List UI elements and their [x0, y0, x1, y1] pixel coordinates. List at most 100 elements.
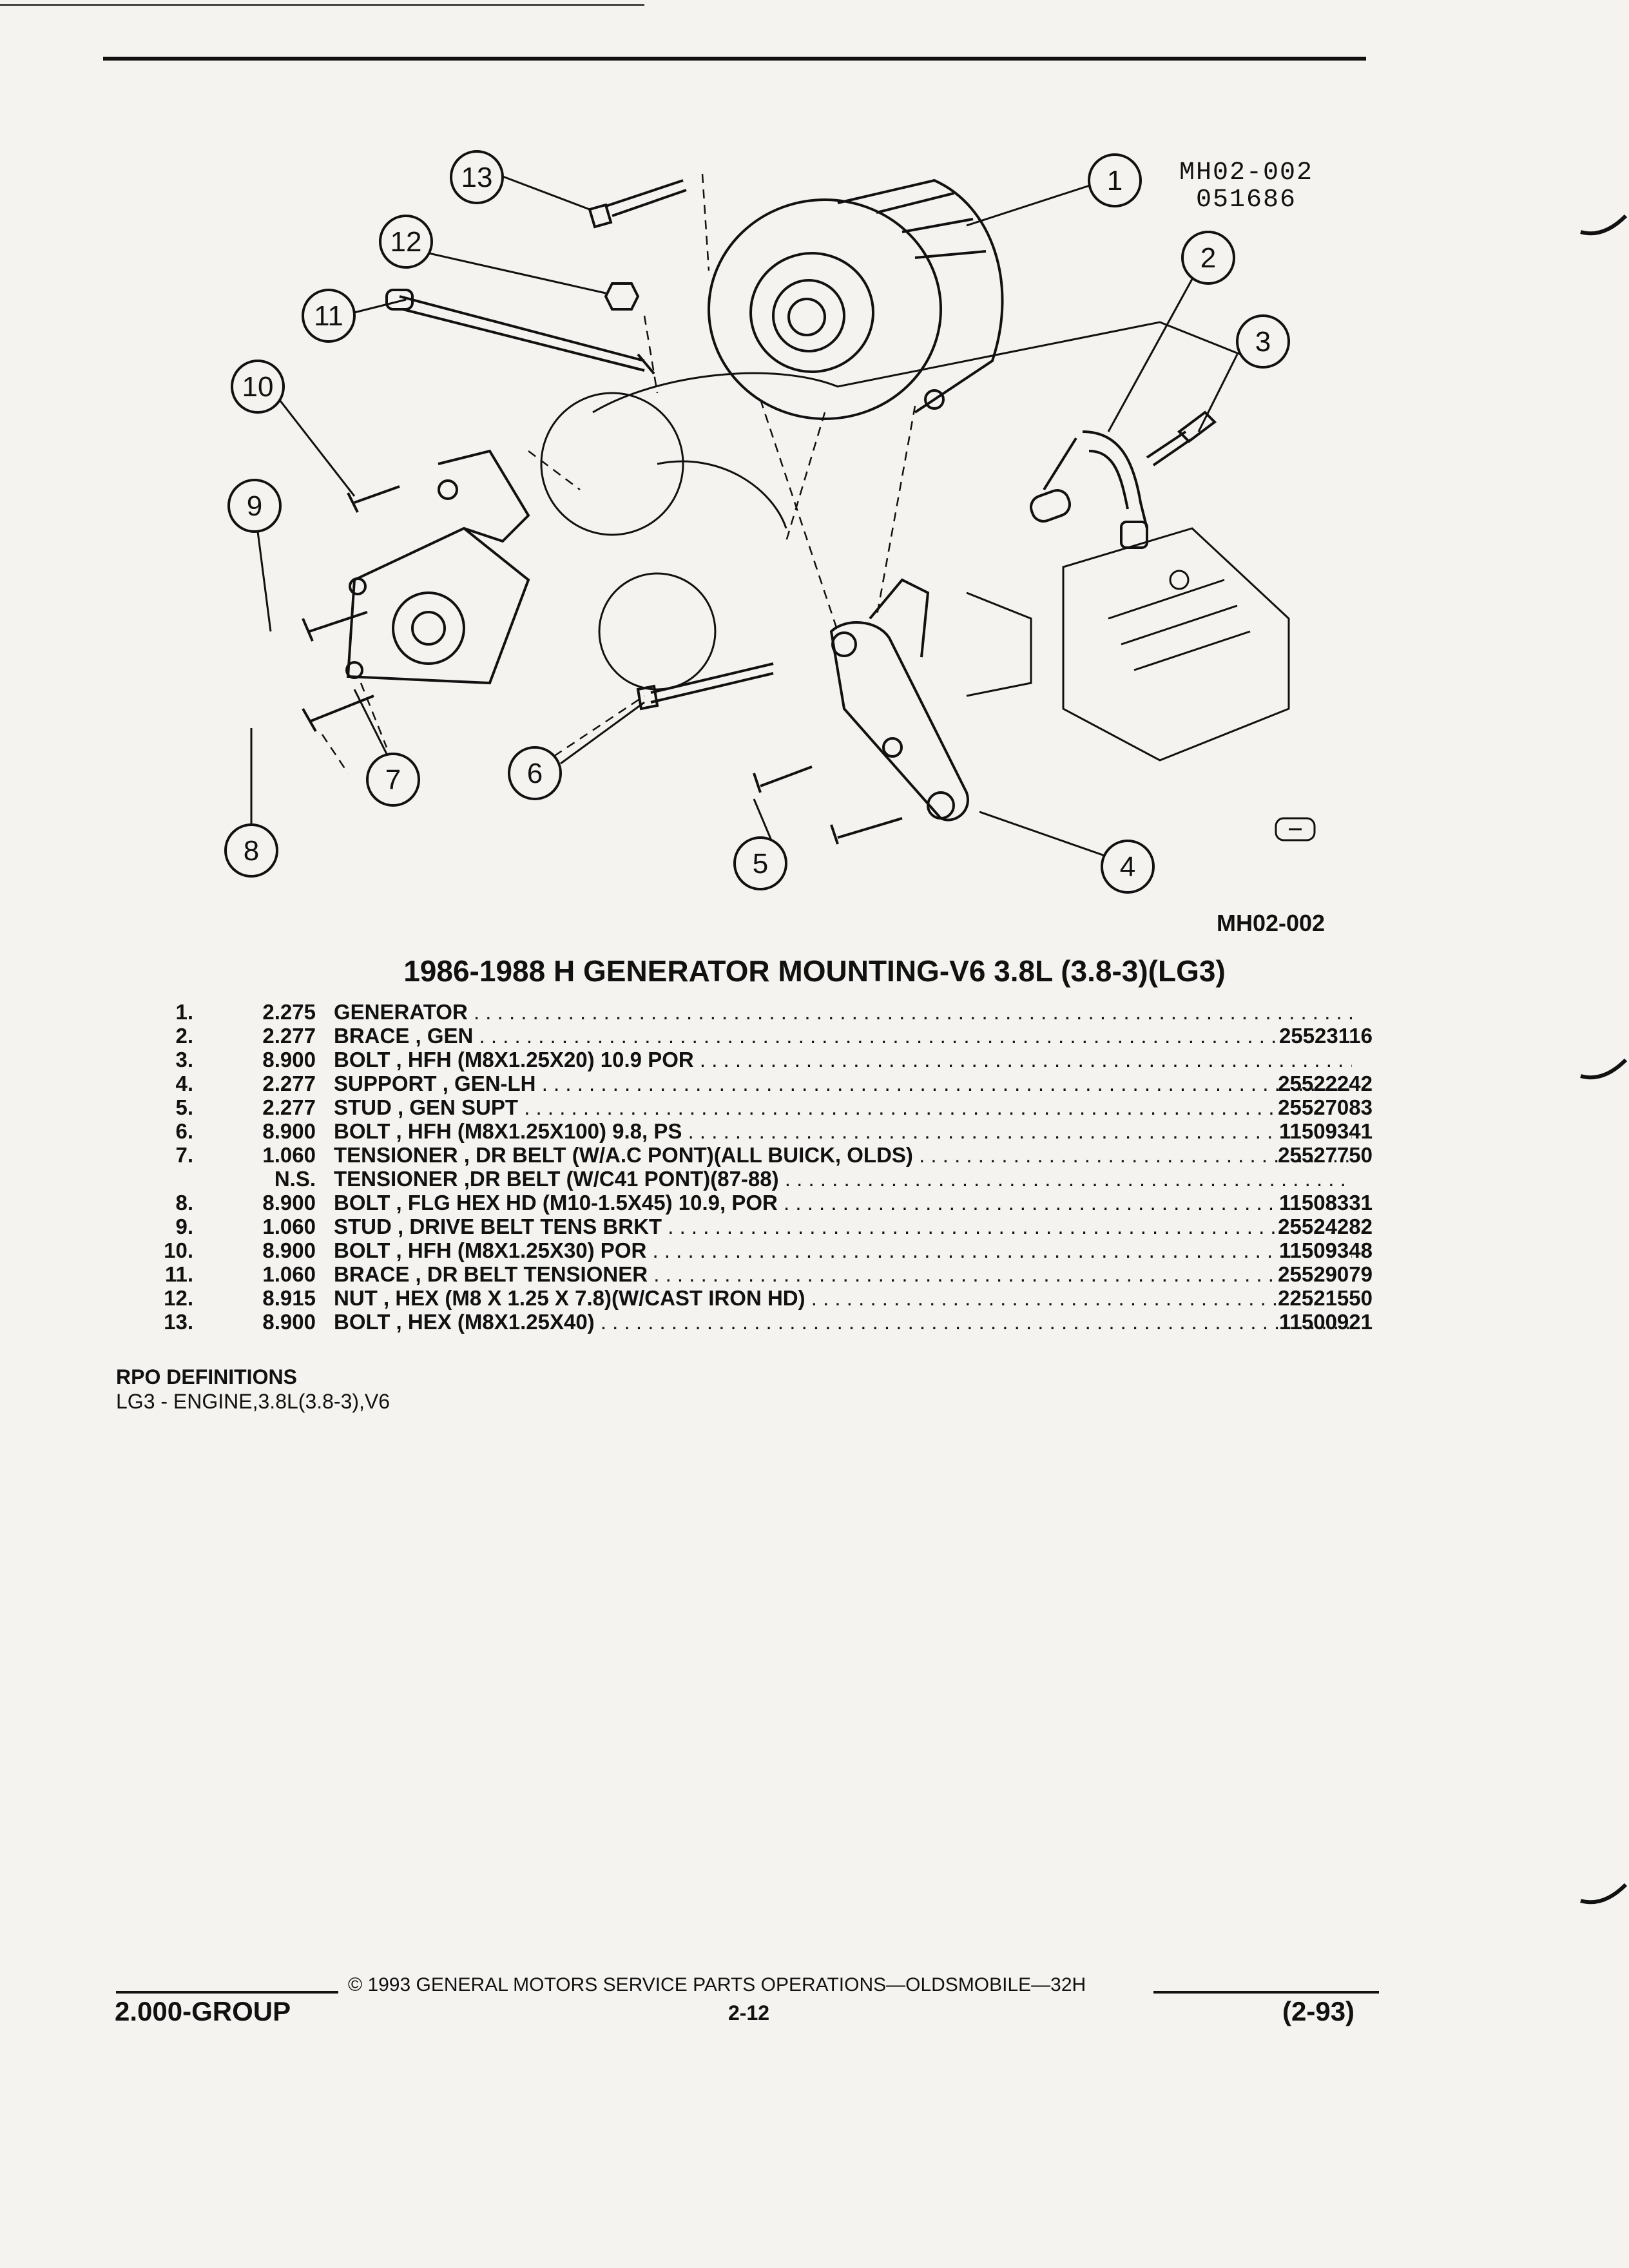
binder-mark [1580, 1883, 1628, 1905]
item-part-number: 25522242 [1278, 1072, 1373, 1095]
item-description: BOLT , HFH (M8X1.25X100) 9.8, PS [334, 1119, 1352, 1143]
bolt-item-10-part [347, 485, 400, 513]
item-code: 8.900 [262, 1238, 316, 1262]
figure-code-line-2: 051686 [1196, 186, 1297, 215]
callout-label: 8 [244, 835, 259, 867]
parts-row: 3. 8.900 BOLT , HFH (M8X1.25X20) 10.9 PO… [129, 1048, 1379, 1072]
item-part-number: 25523116 [1278, 1024, 1373, 1048]
generator-mounting-diagram: 1 2 3 4 5 6 7 8 9 10 11 12 13 [224, 150, 1316, 894]
item-index: 12. [164, 1286, 193, 1310]
item-code: N.S. [274, 1167, 316, 1191]
callout-label: 13 [461, 162, 493, 193]
callout-circle-6 [508, 746, 562, 800]
item-description: TENSIONER ,DR BELT (W/C41 PONT)(87-88) [334, 1167, 1352, 1191]
section-title: 1986-1988 H GENERATOR MOUNTING-V6 3.8L (… [403, 954, 1226, 988]
callout-circle-2 [1181, 231, 1235, 285]
item-part-number: 25524282 [1278, 1215, 1373, 1238]
item-code: 8.900 [262, 1048, 316, 1072]
tensioner-part [345, 449, 530, 685]
item-index: 10. [164, 1238, 193, 1262]
item-part-number: 11500921 [1278, 1310, 1373, 1334]
callout-circles [224, 150, 1290, 894]
item-description: TENSIONER , DR BELT (W/A.C PONT)(ALL BUI… [334, 1143, 1352, 1167]
callout-circle-8 [224, 823, 278, 878]
callout-circle-4 [1101, 840, 1155, 894]
stud-item-9-part [302, 611, 368, 642]
callout-label: 12 [390, 226, 422, 258]
callout-circle-3 [1236, 314, 1290, 369]
footer-group: 2.000-GROUP [115, 1996, 291, 2026]
parts-list: 1. 2.275 GENERATOR 2. 2.277 BRACE , GEN … [129, 1000, 1379, 1334]
parts-row: 12. 8.915 NUT , HEX (M8 X 1.25 X 7.8)(W/… [129, 1286, 1379, 1310]
item-index: 5. [175, 1095, 193, 1119]
callout-circle-1 [1088, 153, 1142, 207]
callout-label: 10 [242, 371, 274, 403]
item-description: STUD , DRIVE BELT TENS BRKT [334, 1215, 1352, 1238]
item-code: 2.277 [262, 1095, 316, 1119]
figure-code: MH02-002 051686 [1179, 160, 1313, 214]
small-fasteners [302, 485, 400, 732]
footer-rule-right [1153, 1991, 1379, 1994]
item-description: STUD , GEN SUPT [334, 1095, 1352, 1119]
item-code: 2.275 [262, 1000, 316, 1024]
support-gen-lh-part [829, 578, 969, 822]
item-description: NUT , HEX (M8 X 1.25 X 7.8)(W/CAST IRON … [334, 1286, 1352, 1310]
parts-row: 11. 1.060 BRACE , DR BELT TENSIONER 2552… [129, 1262, 1379, 1286]
parts-row: 9. 1.060 STUD , DRIVE BELT TENS BRKT 255… [129, 1215, 1379, 1238]
callout-label: 5 [753, 848, 768, 879]
item-index: 8. [175, 1191, 193, 1215]
item-index: 3. [175, 1048, 193, 1072]
item-code: 8.915 [262, 1286, 316, 1310]
item-index: 2. [175, 1024, 193, 1048]
item-description: GENERATOR [334, 1000, 1352, 1024]
callout-label: 9 [247, 490, 262, 522]
figure-code-line-1: MH02-002 [1179, 159, 1314, 187]
parts-row: 6. 8.900 BOLT , HFH (M8X1.25X100) 9.8, P… [129, 1119, 1379, 1143]
item-code: 8.900 [262, 1310, 316, 1334]
item-part-number: 25527750 [1278, 1143, 1373, 1167]
rpo-definitions: RPO DEFINITIONS LG3 - ENGINE,3.8L(3.8-3)… [116, 1365, 390, 1414]
generator-part [708, 178, 1004, 420]
callout-circle-9 [227, 479, 282, 533]
bolt-item-3-part [1146, 410, 1217, 466]
callout-circle-11 [302, 289, 356, 343]
item-part-number: 25529079 [1278, 1262, 1373, 1286]
parts-row: 10. 8.900 BOLT , HFH (M8X1.25X30) POR 11… [129, 1238, 1379, 1262]
footer-date: (2-93) [1282, 1996, 1355, 2026]
bolt-item-6-part [636, 662, 774, 711]
item-index: 7. [175, 1143, 193, 1167]
item-index: 9. [175, 1215, 193, 1238]
nut-item-12-part [604, 282, 640, 311]
callout-label: 6 [527, 758, 543, 789]
parts-row: N.S. TENSIONER ,DR BELT (W/C41 PONT)(87-… [129, 1167, 1379, 1191]
footer-rule-left [116, 1991, 338, 1994]
item-description: SUPPORT , GEN-LH [334, 1072, 1352, 1095]
callout-label: 4 [1120, 851, 1135, 883]
item-part-number: 22521550 [1278, 1286, 1373, 1310]
binder-mark [1580, 1058, 1628, 1080]
item-description: BOLT , FLG HEX HD (M10-1.5X45) 10.9, POR [334, 1191, 1352, 1215]
stud-gen-supt-part [753, 765, 903, 845]
brace-gen-part [1030, 430, 1148, 549]
binder-mark [1580, 214, 1628, 236]
item-code: 2.277 [262, 1024, 316, 1048]
item-code: 2.277 [262, 1072, 316, 1095]
item-code: 1.060 [262, 1262, 316, 1286]
item-index: 11. [164, 1262, 193, 1286]
callout-circle-10 [231, 360, 285, 414]
parts-row: 1. 2.275 GENERATOR [129, 1000, 1379, 1024]
brace-dr-belt-part [385, 289, 655, 375]
item-part-number: 11509341 [1278, 1119, 1373, 1143]
item-part-number: 25527083 [1278, 1095, 1373, 1119]
rpo-heading: RPO DEFINITIONS [116, 1365, 297, 1389]
item-index: 6. [175, 1119, 193, 1143]
parts-row: 13. 8.900 BOLT , HEX (M8X1.25X40) 115009… [129, 1310, 1379, 1334]
item-description: BOLT , HFH (M8X1.25X30) POR [334, 1238, 1352, 1262]
gm-g-logo [1275, 817, 1316, 841]
item-description: BOLT , HFH (M8X1.25X20) 10.9 POR [334, 1048, 1352, 1072]
footer-page-number: 2-12 [728, 2001, 770, 2024]
item-part-number: 11508331 [1278, 1191, 1373, 1215]
item-index: 1. [175, 1000, 193, 1024]
callout-circle-13 [450, 150, 504, 204]
item-code: 8.900 [262, 1191, 316, 1215]
